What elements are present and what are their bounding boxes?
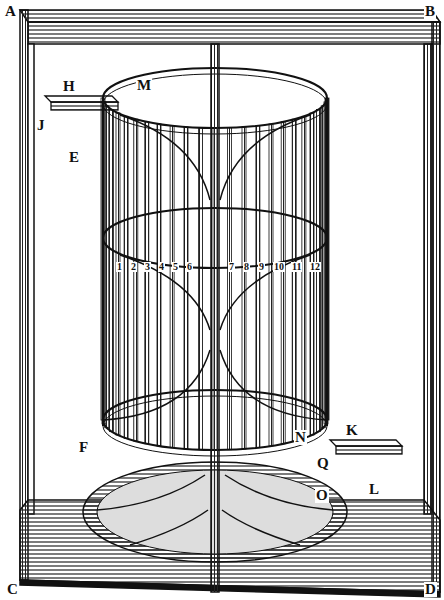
letter-label: B	[424, 4, 436, 19]
slat-number: 9	[258, 262, 265, 272]
letter-label: O	[315, 488, 329, 503]
letter-label: H	[62, 79, 76, 94]
slat	[242, 127, 246, 449]
frame	[20, 10, 440, 597]
slat-number: 4	[158, 262, 165, 272]
letter-label: F	[78, 440, 89, 455]
bearing-bars	[45, 96, 402, 454]
slat-number: 3	[144, 262, 151, 272]
letter-label: C	[6, 582, 19, 597]
slat	[310, 113, 314, 435]
letter-label: Q	[316, 456, 330, 471]
letter-label: J	[36, 118, 46, 133]
slat	[269, 124, 273, 446]
slat-number: 1	[116, 262, 123, 272]
slat-number: 5	[172, 262, 179, 272]
slat	[292, 119, 296, 441]
slat-number: 2	[130, 262, 137, 272]
slat	[116, 113, 120, 435]
slat	[110, 110, 114, 432]
slat	[302, 116, 306, 438]
slat	[184, 127, 188, 449]
slat-number: 10	[273, 262, 285, 272]
letter-label: A	[4, 4, 17, 19]
letter-label: N	[294, 430, 307, 445]
letter-label: L	[368, 482, 380, 497]
slat-number: 11	[291, 262, 302, 272]
slat	[157, 124, 161, 446]
letter-label: M	[136, 78, 152, 93]
slat-number: 6	[186, 262, 193, 272]
slat	[134, 119, 138, 441]
axle	[211, 44, 219, 592]
slat-number: 12	[309, 262, 321, 272]
slat-number: 8	[243, 262, 250, 272]
slat	[124, 116, 128, 438]
letter-label: E	[68, 150, 80, 165]
slat-number: 7	[228, 262, 235, 272]
letter-label: D	[424, 582, 437, 597]
slat	[105, 106, 109, 428]
letter-label: K	[345, 423, 359, 438]
